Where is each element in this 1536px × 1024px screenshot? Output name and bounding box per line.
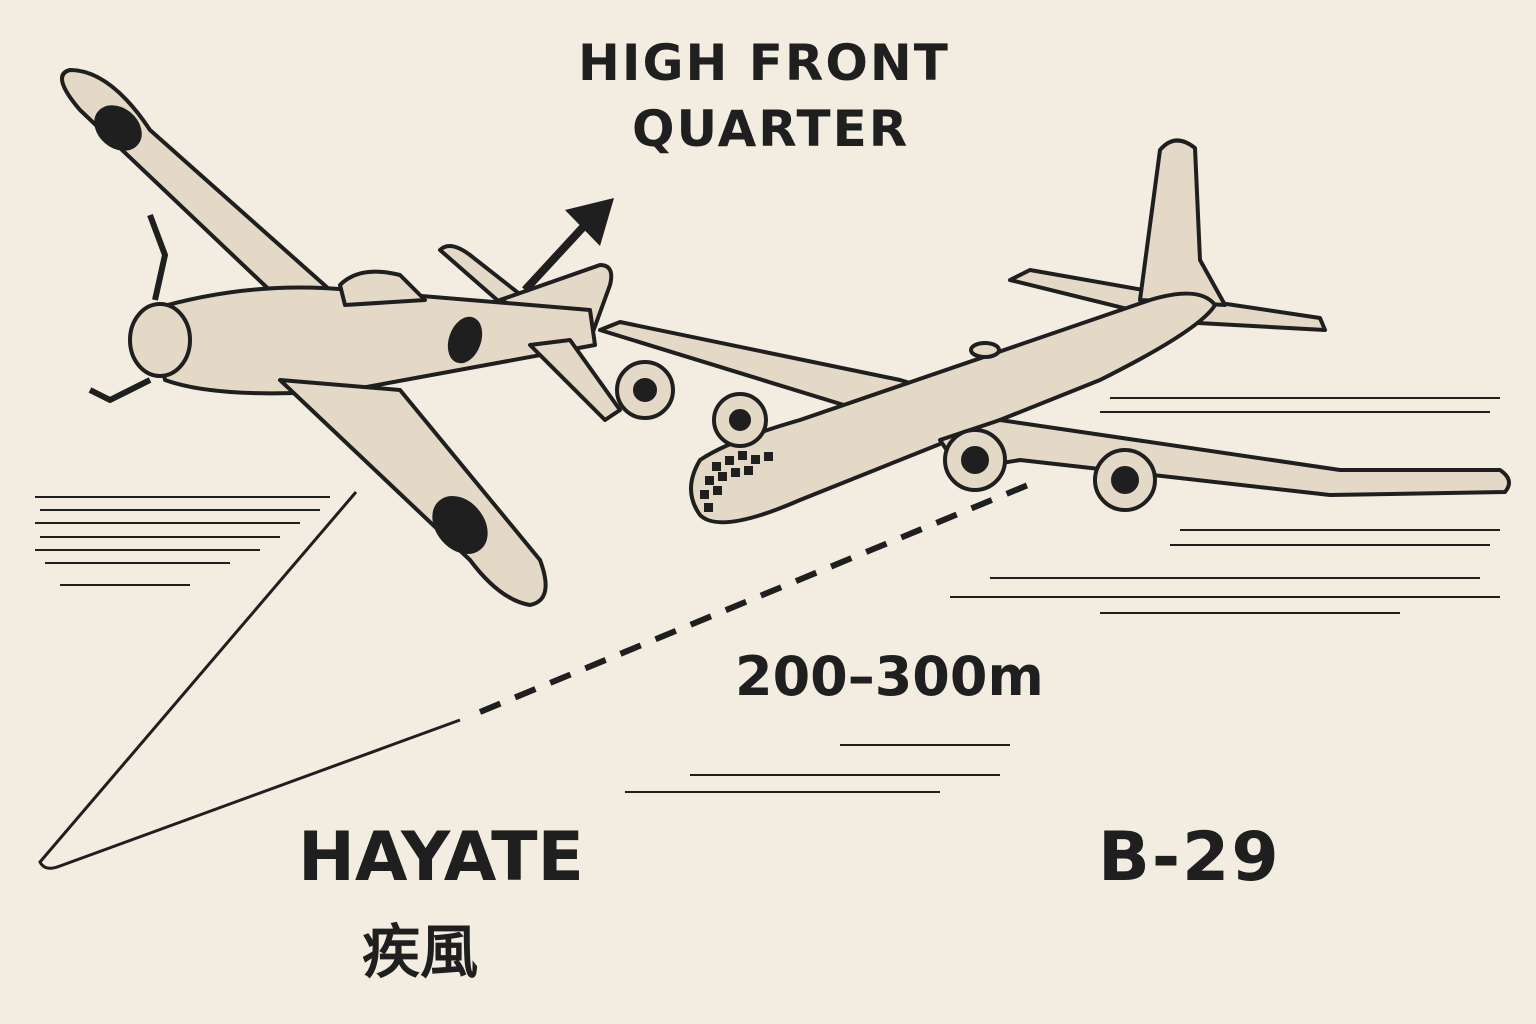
b29-turret [969,341,1001,359]
range-dashed-line [478,477,1042,715]
direction-arrow [522,222,588,293]
range-label: 200–300m [735,645,1044,708]
hayate-lower-wing [278,378,548,607]
b29-nose-glazing [700,451,773,512]
sight-line [38,491,461,870]
hayate-fighter [60,68,622,607]
hayate-spinner [128,302,192,378]
hayate-fuselage [148,285,597,396]
b29-bomber [598,138,1511,525]
hayate-canopy [338,269,427,307]
bomber-name: B-29 [1098,818,1281,897]
b29-right-wing [938,418,1511,497]
title-line-2: QUARTER [632,100,910,158]
fighter-name-kanji: 疾風 [362,918,479,986]
propeller-blur [88,213,168,403]
b29-fuselage [689,291,1217,525]
speed-lines [35,397,1500,793]
title-line-1: HIGH FRONT [578,34,950,92]
hayate-upper-wing [60,68,332,302]
b29-tail-fin [1138,138,1227,307]
arrow-head-icon [565,198,614,246]
fighter-name: HAYATE [298,818,584,897]
hayate-stabilizer-bottom [528,338,622,422]
